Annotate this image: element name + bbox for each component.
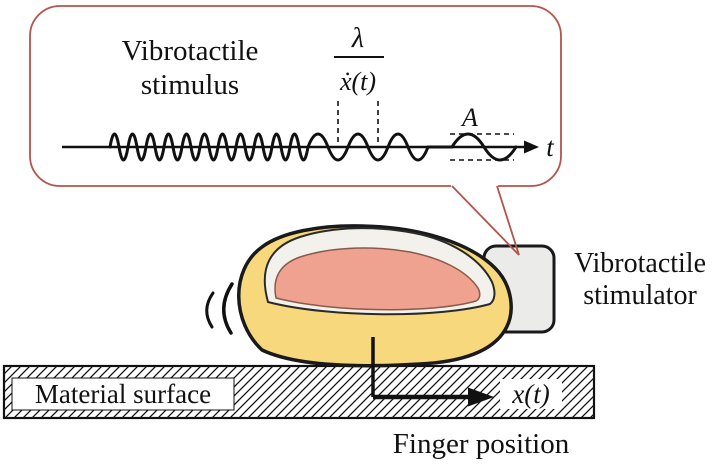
- stimulus-label-line1: Vibrotactile: [122, 35, 259, 67]
- position-variable-label: x(t): [511, 379, 549, 409]
- callout-bubble: [29, 5, 562, 187]
- stimulator-label-line2: stimulator: [583, 280, 697, 311]
- stimulator-label-line1: Vibrotactile: [574, 248, 706, 279]
- finger-position-caption: Finger position: [393, 428, 570, 460]
- motion-line-inner: [205, 291, 215, 329]
- time-axis-arrowhead: [524, 140, 539, 154]
- wavelength-fraction-denominator: ẋ(t): [339, 67, 376, 96]
- position-label-backing: [500, 379, 562, 409]
- fingernail-bed: [274, 247, 481, 311]
- motion-line-outer: [222, 282, 234, 335]
- vibration-waveform: [108, 132, 518, 162]
- finger-position-arrowhead: [468, 387, 494, 407]
- callout-tail-line-left: [451, 185, 520, 256]
- callout-tail-gap: [451, 183, 498, 189]
- material-surface-label-box: [11, 377, 235, 411]
- amplitude-label: A: [460, 103, 478, 132]
- wavelength-fraction-numerator: λ: [351, 23, 364, 54]
- material-surface-label: Material surface: [35, 379, 211, 409]
- stimulus-label-line2: stimulus: [141, 69, 239, 101]
- time-axis-label: t: [546, 132, 555, 162]
- callout-tail-line-right: [496, 185, 520, 256]
